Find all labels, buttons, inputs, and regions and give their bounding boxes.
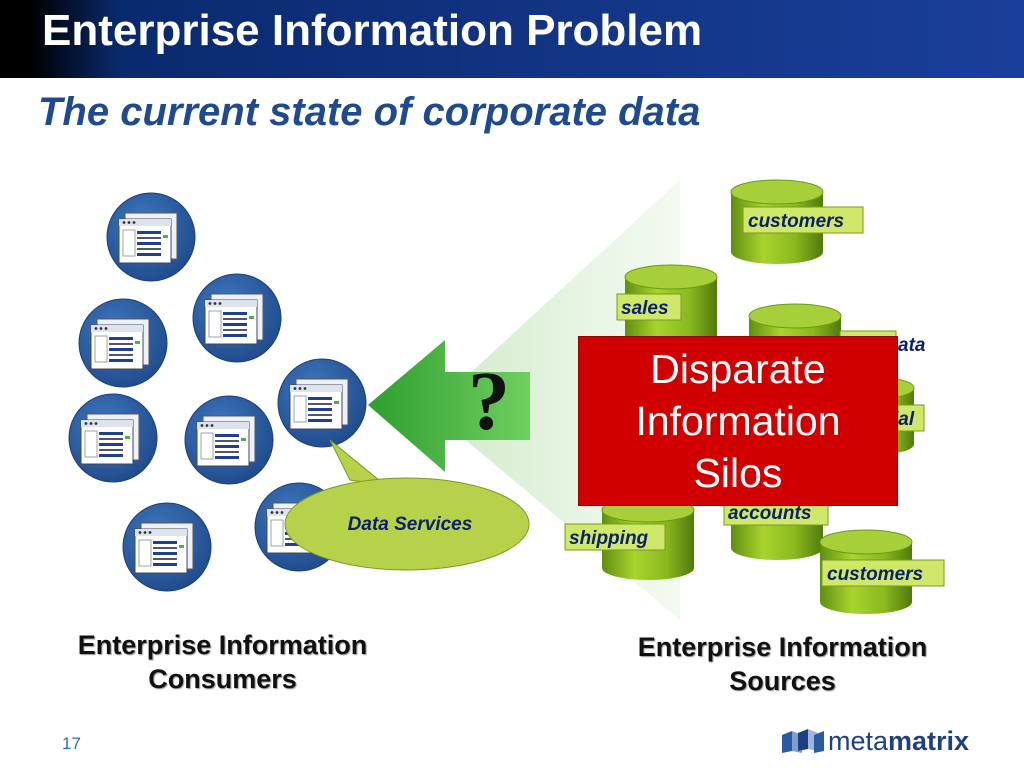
- slide-subtitle: The current state of corporate data: [38, 90, 701, 134]
- logo-text-meta: meta: [828, 725, 889, 756]
- disparate-silos-box: Disparate Information Silos: [578, 336, 898, 506]
- data-services-label: Data Services: [347, 514, 473, 535]
- svg-text:shipping: shipping: [569, 528, 649, 549]
- consumers-label: Enterprise Information Consumers: [50, 628, 395, 696]
- document-window-icon: [289, 378, 349, 430]
- green-arrow: [368, 340, 530, 472]
- silo-box-line: Silos: [693, 450, 783, 496]
- database-label: shipping: [564, 523, 666, 551]
- data-services-bubble: [284, 439, 530, 571]
- consumer-node: [68, 393, 158, 483]
- sources-label: Enterprise Information Sources: [615, 630, 950, 698]
- consumer-node: [78, 298, 168, 388]
- logo-text-matrix: matrix: [888, 725, 970, 756]
- metamatrix-logo: metamatrix: [780, 726, 969, 756]
- consumer-node: [106, 192, 196, 282]
- consumers-label-line: Consumers: [148, 664, 297, 694]
- svg-text:ial: ial: [893, 409, 915, 430]
- cube-logo-icon: [782, 729, 824, 753]
- title-bar: [0, 0, 1024, 78]
- consumer-node: [192, 273, 282, 363]
- database-cylinder: [624, 264, 718, 349]
- consumer-node: [122, 502, 212, 592]
- document-window-icon: [204, 293, 264, 345]
- silo-box-line: Disparate: [650, 346, 826, 392]
- slide-title: Enterprise Information Problem: [42, 6, 703, 55]
- database-label: sales: [616, 293, 682, 321]
- document-window-icon: [90, 318, 150, 370]
- silo-box-line: Information: [635, 398, 841, 444]
- database-label: customers: [821, 559, 945, 587]
- sources-label-line: Sources: [729, 666, 836, 696]
- document-window-icon: [134, 522, 194, 574]
- svg-text:ata: ata: [898, 335, 926, 356]
- consumer-node: [184, 395, 274, 485]
- page-number: 17: [62, 734, 81, 753]
- consumer-node: [277, 358, 367, 448]
- document-window-icon: [80, 413, 140, 465]
- svg-text:customers: customers: [748, 211, 844, 232]
- database-label: customers: [742, 206, 864, 234]
- svg-text:accounts: accounts: [728, 503, 811, 524]
- consumers-label-line: Enterprise Information: [77, 630, 368, 660]
- document-window-icon: [118, 212, 178, 264]
- svg-text:sales: sales: [621, 298, 669, 319]
- question-mark: ?: [468, 355, 510, 448]
- sources-label-line: Enterprise Information: [637, 632, 928, 662]
- document-window-icon: [196, 415, 256, 467]
- svg-text:customers: customers: [827, 564, 923, 585]
